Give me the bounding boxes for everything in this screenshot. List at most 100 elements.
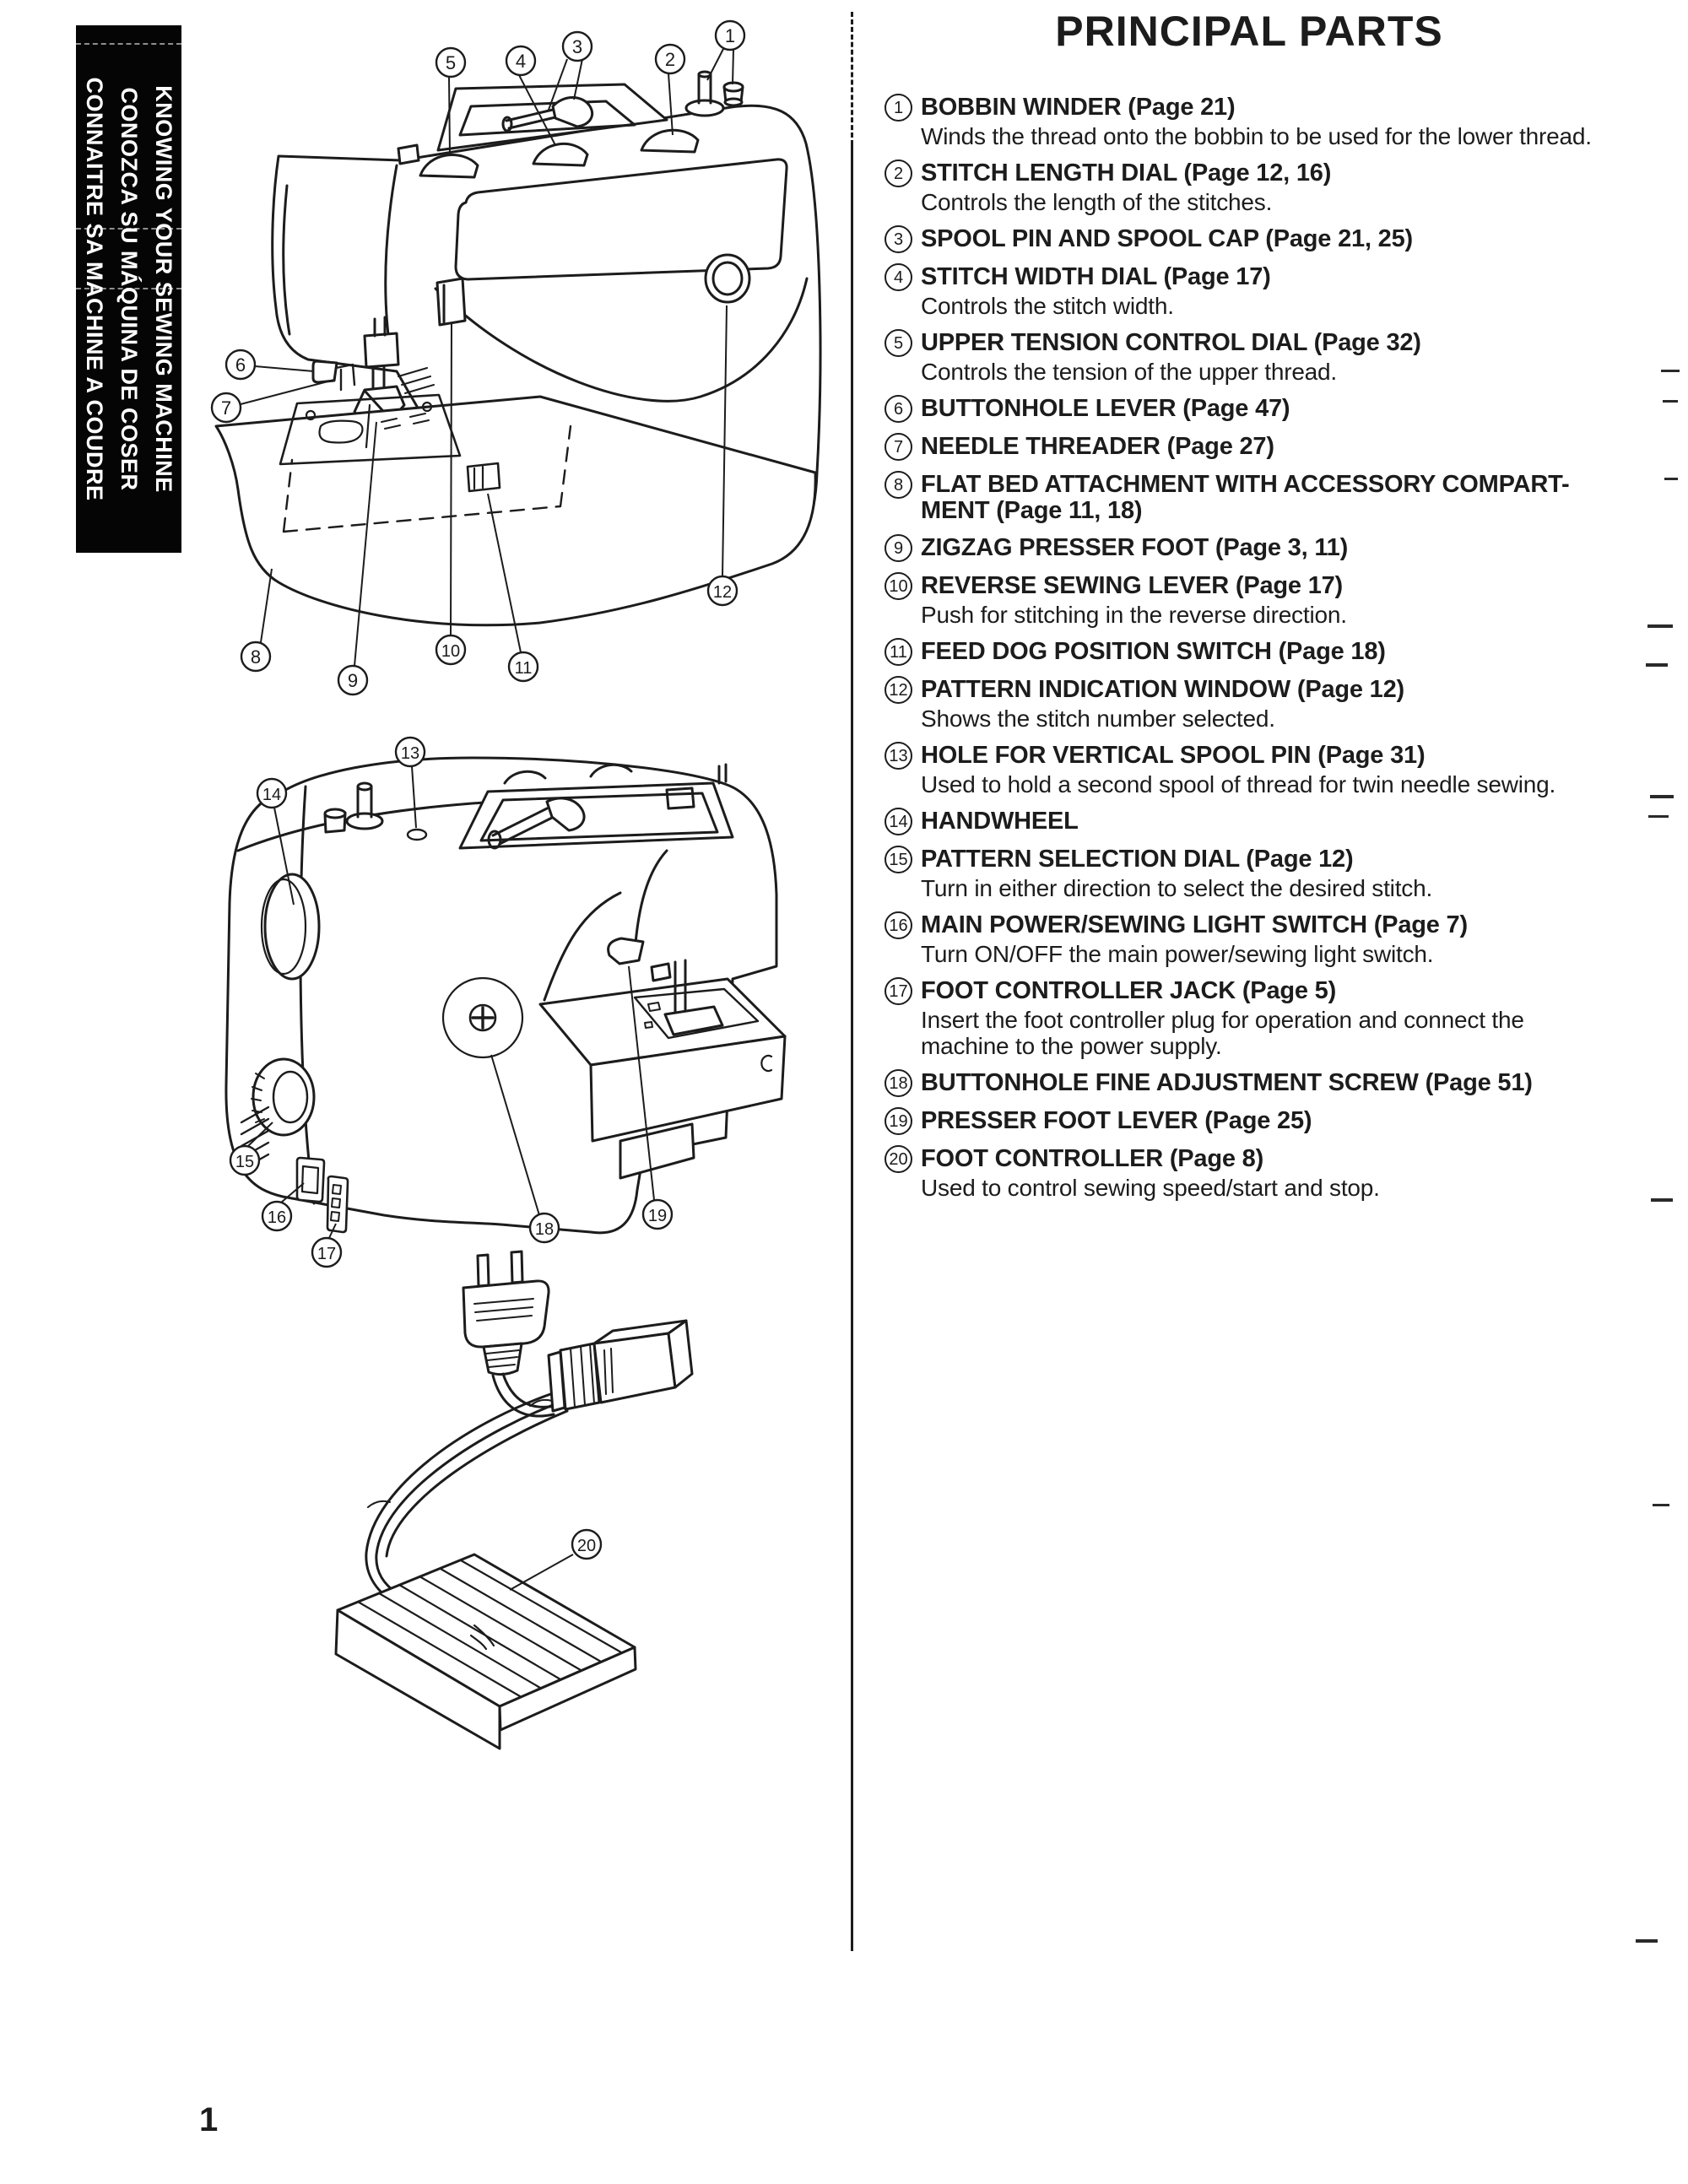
callout-12: 12	[706, 305, 738, 607]
svg-text:1: 1	[725, 25, 735, 46]
svg-text:18: 18	[535, 1220, 554, 1239]
part-text: PRESSER FOOT LEVER (Page 25)	[921, 1108, 1634, 1134]
scan-artifact	[1648, 815, 1669, 818]
callout-11: 11	[487, 493, 539, 683]
part-text: FOOT CONTROLLER (Page 8) Used to control…	[921, 1145, 1634, 1202]
part-item: 7 NEEDLE THREADER (Page 27)	[885, 433, 1634, 461]
part-item: 6 BUTTONHOLE LEVER (Page 47)	[885, 395, 1634, 423]
part-title: BUTTONHOLE LEVER (Page 47)	[921, 395, 1290, 422]
part-title: FOOT CONTROLLER (Page 8)	[921, 1145, 1264, 1172]
stitch-length-dial	[640, 128, 700, 154]
svg-text:8: 8	[251, 646, 261, 668]
spool-pin	[505, 108, 557, 130]
part-text: SPOOL PIN AND SPOOL CAP (Page 21, 25)	[921, 226, 1634, 252]
fold-line	[76, 43, 181, 45]
part-description: Used to hold a second spool of thread fo…	[921, 771, 1556, 797]
part-text: STITCH LENGTH DIAL (Page 12, 16) Control…	[921, 159, 1634, 216]
callout-14: 14	[256, 777, 295, 905]
column-divider	[851, 12, 853, 145]
callout-16: 16	[261, 1182, 305, 1232]
svg-text:2: 2	[665, 49, 675, 70]
part-item: 14 HANDWHEEL	[885, 808, 1634, 835]
callout-1: 1	[706, 19, 746, 85]
part-number-badge: 13	[885, 742, 912, 770]
svg-text:19: 19	[648, 1207, 667, 1225]
part-item: 1 BOBBIN WINDER (Page 21) Winds the thre…	[885, 94, 1634, 149]
pattern-selection-dial	[252, 1057, 316, 1137]
part-title: ZIGZAG PRESSER FOOT (Page 3, 11)	[921, 534, 1349, 561]
part-item: 17 FOOT CONTROLLER JACK (Page 5) Insert …	[885, 977, 1634, 1059]
part-title: PATTERN SELECTION DIAL (Page 12)	[921, 846, 1354, 873]
svg-text:4: 4	[516, 51, 526, 72]
bobbin-winder	[684, 99, 725, 117]
part-text: PATTERN SELECTION DIAL (Page 12) Turn in…	[921, 846, 1634, 902]
scan-artifact	[1636, 1939, 1658, 1943]
callout-4: 4	[505, 45, 556, 146]
part-text: HANDWHEEL	[921, 808, 1634, 835]
buttonhole-adjustment-screw	[441, 976, 524, 1059]
part-text: ZIGZAG PRESSER FOOT (Page 3, 11)	[921, 535, 1634, 561]
part-text: PATTERN INDICATION WINDOW (Page 12) Show…	[921, 677, 1634, 733]
part-number-badge: 19	[885, 1107, 912, 1135]
callout-5: 5	[435, 46, 467, 156]
part-text: FEED DOG POSITION SWITCH (Page 18)	[921, 639, 1634, 665]
scan-artifact	[1661, 370, 1680, 372]
part-item: 11 FEED DOG POSITION SWITCH (Page 18)	[885, 638, 1634, 666]
svg-text:14: 14	[262, 786, 281, 804]
column-divider	[851, 145, 853, 1951]
scan-artifact	[1664, 478, 1678, 480]
part-text: MAIN POWER/SEWING LIGHT SWITCH (Page 7) …	[921, 912, 1634, 968]
handwheel	[263, 873, 321, 981]
part-item: 3 SPOOL PIN AND SPOOL CAP (Page 21, 25)	[885, 225, 1634, 253]
part-text: BUTTONHOLE LEVER (Page 47)	[921, 396, 1634, 422]
vertical-spool-pin-hole	[406, 828, 428, 841]
part-description: Turn ON/OFF the main power/sewing light …	[921, 941, 1434, 967]
part-title: FLAT BED ATTACHMENT WITH ACCESSORY COMPA…	[921, 471, 1570, 524]
callout-20: 20	[509, 1528, 603, 1591]
part-number-badge: 15	[885, 846, 912, 873]
part-description: Insert the foot controller plug for oper…	[921, 1007, 1524, 1059]
buttonhole-lever	[311, 359, 338, 384]
callout-6: 6	[225, 349, 315, 381]
part-item: 2 STITCH LENGTH DIAL (Page 12, 16) Contr…	[885, 159, 1634, 216]
svg-text:10: 10	[441, 642, 460, 661]
part-number-badge: 2	[885, 159, 912, 187]
svg-text:16: 16	[268, 1208, 286, 1227]
part-description: Controls the length of the stitches.	[921, 189, 1273, 215]
reverse-sewing-lever	[436, 277, 467, 327]
scan-artifact	[1650, 795, 1674, 798]
part-item: 20 FOOT CONTROLLER (Page 8) Used to cont…	[885, 1145, 1634, 1202]
part-title: STITCH LENGTH DIAL (Page 12, 16)	[921, 159, 1332, 187]
part-text: HOLE FOR VERTICAL SPOOL PIN (Page 31) Us…	[921, 743, 1634, 798]
part-text: NEEDLE THREADER (Page 27)	[921, 434, 1634, 460]
svg-text:9: 9	[348, 670, 358, 691]
part-number-badge: 18	[885, 1069, 912, 1097]
svg-text:17: 17	[317, 1245, 336, 1263]
svg-text:13: 13	[401, 744, 419, 763]
part-description: Push for stitching in the reverse direct…	[921, 602, 1347, 628]
bobbin-winder	[345, 812, 384, 830]
part-title: PRESSER FOOT LEVER (Page 25)	[921, 1107, 1312, 1134]
spool-pin	[491, 807, 555, 846]
part-title: BOBBIN WINDER (Page 21)	[921, 94, 1236, 121]
needle-threader	[334, 363, 356, 392]
part-number-badge: 7	[885, 433, 912, 461]
part-title: REVERSE SEWING LEVER (Page 17)	[921, 572, 1344, 599]
svg-text:12: 12	[713, 583, 732, 602]
part-item: 18 BUTTONHOLE FINE ADJUSTMENT SCREW (Pag…	[885, 1069, 1634, 1097]
needle-plate	[279, 393, 462, 466]
callout-3: 3	[548, 30, 593, 111]
part-number-badge: 12	[885, 676, 912, 704]
page-title: PRINCIPAL PARTS	[1055, 8, 1443, 55]
callout-15: 15	[229, 1122, 273, 1176]
power-plug	[476, 1250, 524, 1288]
callout-13: 13	[394, 736, 426, 829]
front-view-diagram	[214, 70, 822, 627]
scan-artifact	[1651, 1198, 1673, 1202]
svg-text:15: 15	[235, 1153, 254, 1171]
main-power-switch	[295, 1156, 326, 1203]
presser-foot-lever	[607, 937, 645, 965]
part-title: NEEDLE THREADER (Page 27)	[921, 433, 1274, 460]
part-number-badge: 6	[885, 395, 912, 423]
